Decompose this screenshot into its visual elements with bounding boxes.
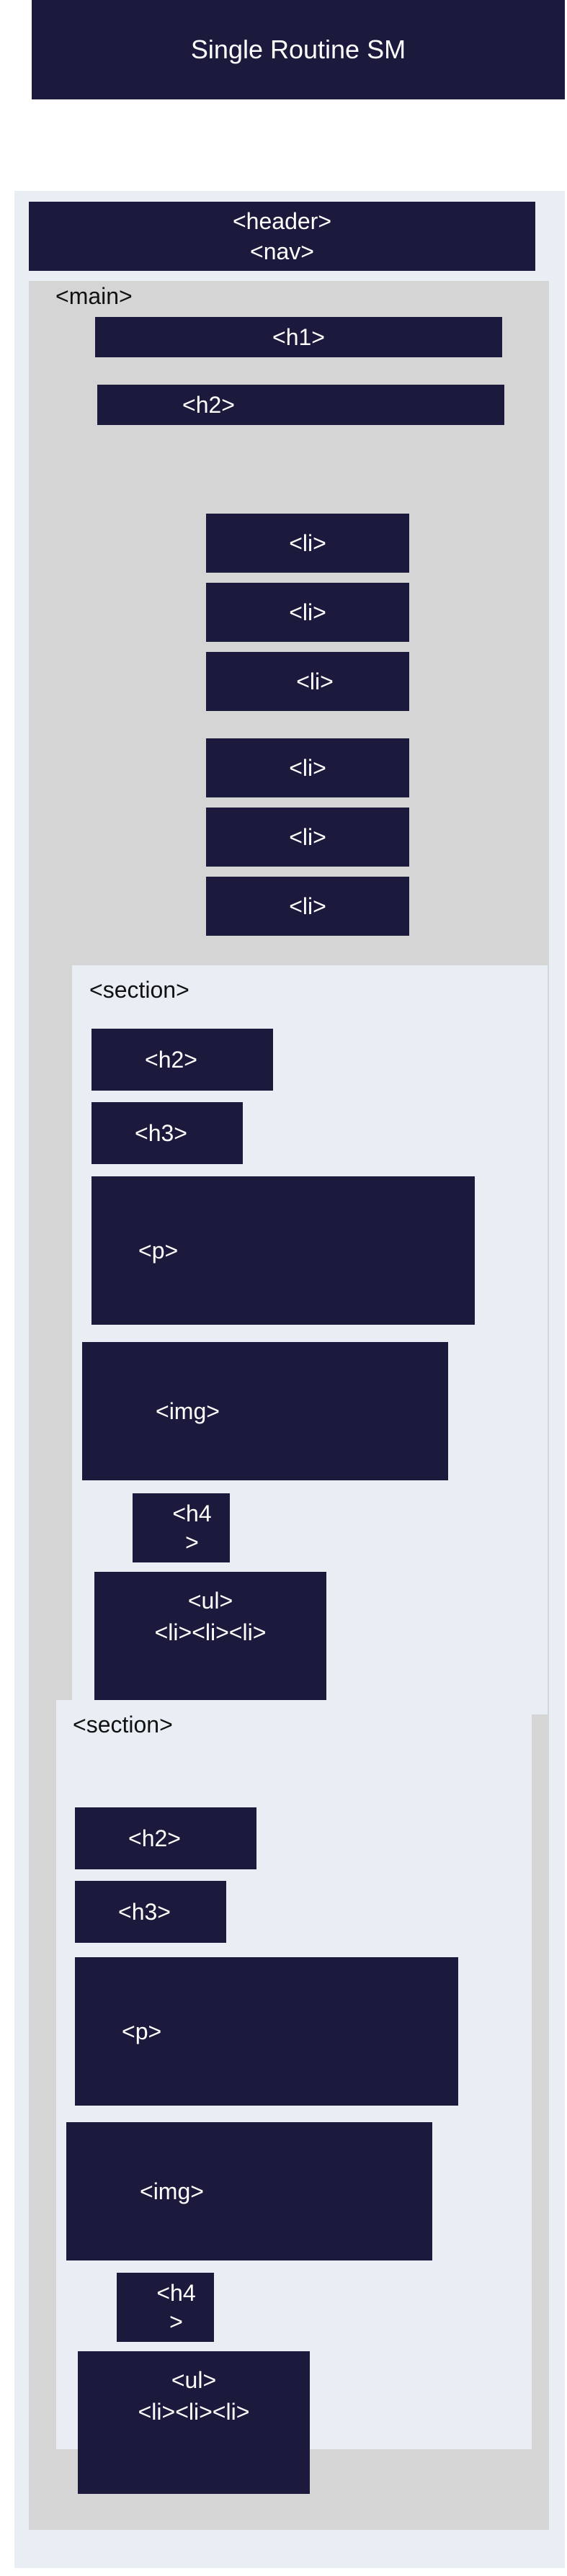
page-title: Single Routine SM bbox=[190, 35, 406, 64]
section-ul-block: <ul> <li><li><li> bbox=[78, 2351, 310, 2494]
list-item: <li> bbox=[206, 652, 409, 711]
section-img-block: <img> bbox=[66, 2122, 432, 2260]
title-banner: Single Routine SM bbox=[32, 0, 565, 99]
section-h4-block: <h4 > bbox=[133, 1493, 230, 1562]
main-h2-label: <h2> bbox=[182, 392, 235, 418]
section-label: <section> bbox=[73, 1712, 173, 1738]
list-item: <li> bbox=[206, 877, 409, 936]
section-h4-block: <h4 > bbox=[117, 2273, 214, 2342]
h1-block: <h1> bbox=[95, 317, 502, 357]
section-h2-block: <h2> bbox=[91, 1029, 273, 1091]
header-nav-block: <header> <nav> bbox=[29, 202, 535, 271]
section-img-block: <img> bbox=[82, 1342, 448, 1480]
list-item: <li> bbox=[206, 808, 409, 867]
header-nav-label: <header> <nav> bbox=[232, 208, 331, 264]
section-h3-block: <h3> bbox=[91, 1102, 243, 1164]
section-h2-block: <h2> bbox=[75, 1807, 256, 1869]
section-p-block: <p> bbox=[91, 1176, 475, 1325]
main-h2-block: <h2> bbox=[97, 385, 504, 425]
list-item: <li> bbox=[206, 738, 409, 797]
section-ul-block: <ul> <li><li><li> bbox=[94, 1572, 326, 1714]
main-label: <main> bbox=[55, 283, 133, 309]
list-item: <li> bbox=[206, 583, 409, 642]
h1-label: <h1> bbox=[272, 324, 325, 350]
section-h3-block: <h3> bbox=[75, 1881, 226, 1943]
list-item: <li> bbox=[206, 514, 409, 573]
section-p-block: <p> bbox=[75, 1957, 458, 2106]
section-label: <section> bbox=[89, 977, 189, 1003]
